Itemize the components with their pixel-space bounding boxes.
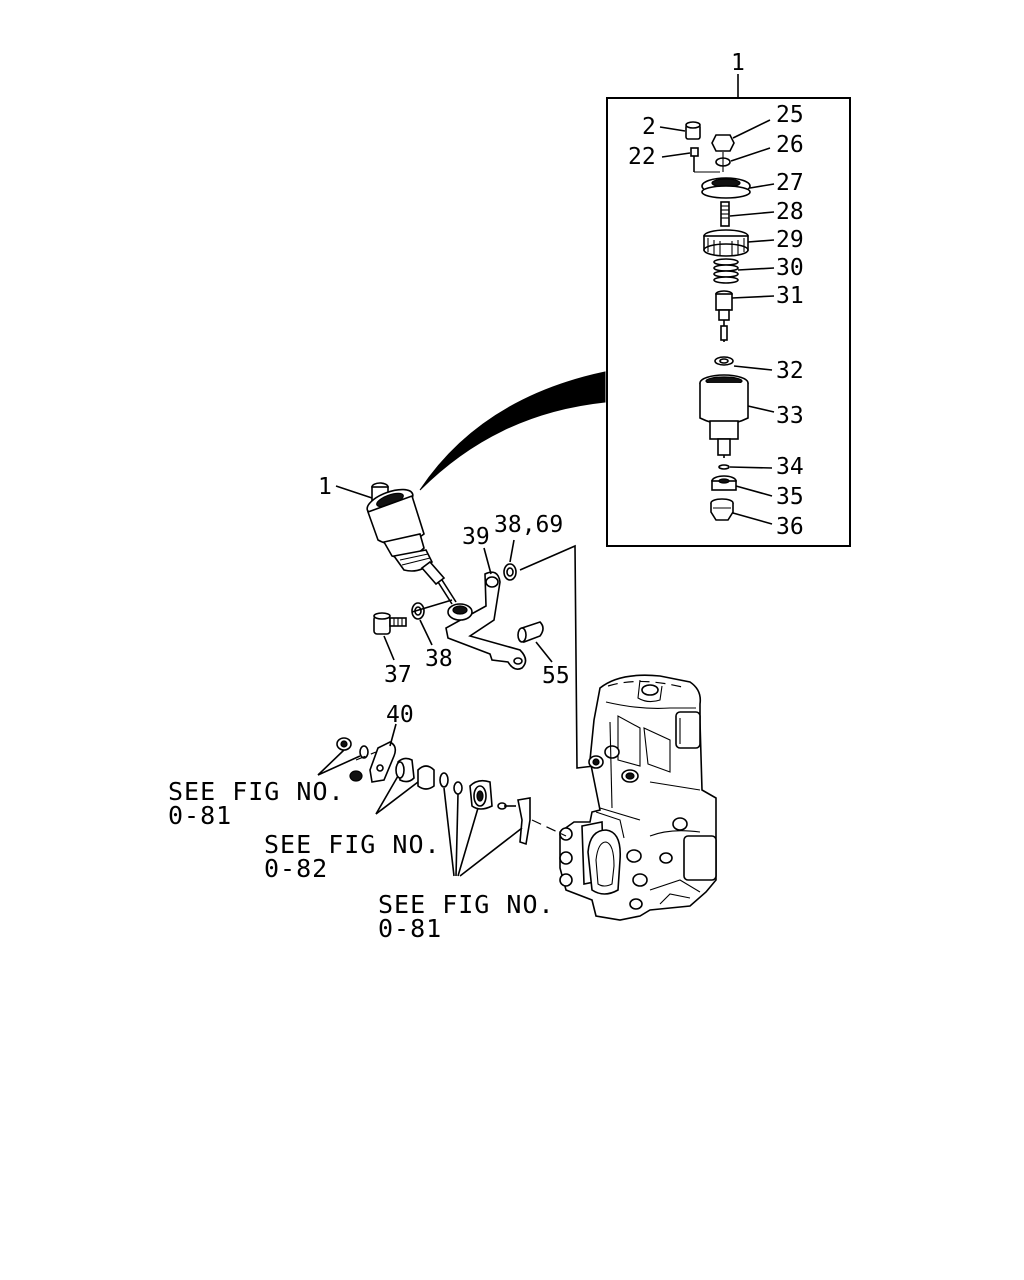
callout-line-37	[383, 635, 395, 661]
linkage-parts-40	[336, 737, 397, 783]
inset-parts	[659, 119, 775, 525]
leader-dash-2	[531, 819, 567, 837]
callout-line-1-main	[335, 485, 373, 499]
bracket-39	[445, 571, 527, 670]
leader-dash-1	[355, 751, 377, 761]
pointer-ref-b-1	[375, 775, 399, 815]
pointer-ref-c-2	[455, 793, 459, 877]
injection-pump-body	[559, 674, 717, 921]
callout-line-38-69	[509, 539, 515, 563]
callout-22: 22	[628, 144, 656, 170]
pointer-ref-c-3	[457, 807, 479, 877]
callout-35: 35	[776, 484, 804, 510]
pointer-ref-a-2	[317, 755, 361, 776]
pointer-ref-a-1	[317, 749, 345, 776]
callout-28: 28	[776, 199, 804, 225]
callout-30: 30	[776, 255, 804, 281]
reference-b-line2: 0-82	[264, 854, 328, 883]
callout-27: 27	[776, 170, 804, 196]
callout-31: 31	[776, 283, 804, 309]
callout-1-top: 1	[731, 50, 745, 76]
detail-connector-curve	[419, 371, 606, 491]
leader-solenoid-bolt	[411, 599, 453, 613]
callout-34: 34	[776, 454, 804, 480]
callout-40: 40	[386, 702, 414, 728]
callout-line-40	[389, 723, 397, 747]
reference-b-line1: SEE FIG NO.	[264, 830, 441, 859]
reference-c-line2: 0-81	[378, 914, 442, 943]
callout-25: 25	[776, 102, 804, 128]
callout-1-main: 1	[318, 474, 332, 500]
bolt-37	[373, 612, 407, 635]
pointer-ref-b-2	[375, 781, 419, 815]
leader-to-pump-top	[519, 544, 595, 769]
reference-a-line2: 0-81	[168, 801, 232, 830]
pointer-ref-c-1	[443, 787, 455, 877]
callout-36: 36	[776, 514, 804, 540]
pin-55	[517, 621, 544, 644]
callout-line-38	[419, 619, 433, 646]
linkage-parts-middle	[395, 757, 531, 846]
callout-39: 39	[462, 524, 490, 550]
callout-32: 32	[776, 358, 804, 384]
callout-55: 55	[542, 663, 570, 689]
pointer-ref-c-4	[459, 827, 523, 877]
callout-line-55	[535, 641, 553, 663]
callout-2: 2	[642, 114, 656, 140]
callout-38-69: 38,69	[494, 512, 563, 538]
reference-c-line1: SEE FIG NO.	[378, 890, 555, 919]
callout-line-39	[483, 547, 492, 575]
reference-a-line1: SEE FIG NO.	[168, 777, 345, 806]
callout-29: 29	[776, 227, 804, 253]
callout-33: 33	[776, 403, 804, 429]
detail-inset-frame	[606, 97, 851, 547]
callout-26: 26	[776, 132, 804, 158]
callout-38: 38	[425, 646, 453, 672]
solenoid-assembly	[366, 482, 457, 605]
callout-37: 37	[384, 662, 412, 688]
